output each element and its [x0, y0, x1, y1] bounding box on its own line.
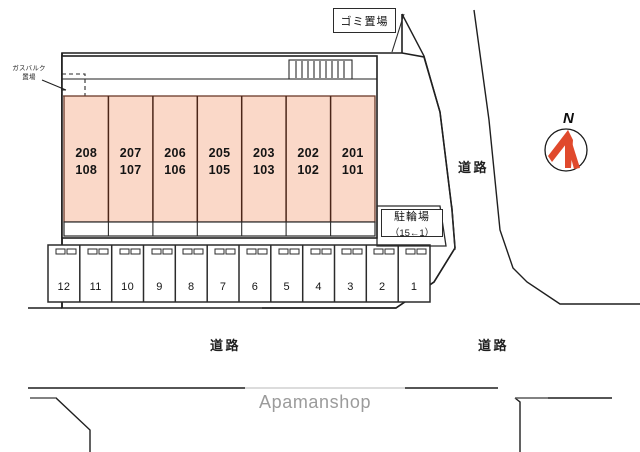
unit-upper-number: 208: [75, 146, 98, 160]
bicycle-parking-label-text: 駐輪場: [394, 210, 430, 223]
unit-lower-number: 106: [164, 162, 186, 177]
unit-block-208-108: 208 108: [64, 145, 108, 179]
unit-block-201-101: 201 101: [331, 145, 375, 179]
stair-hatching-icon: [288, 59, 353, 80]
unit-lower-number: 105: [208, 162, 231, 177]
compass-rose: N: [540, 110, 594, 176]
trash-area-label: ゴミ置場: [333, 8, 396, 33]
compass-north-label: N: [563, 110, 574, 127]
parking-stall-4: 4: [315, 281, 322, 293]
gas-bulk-label-line2: 置場: [22, 73, 36, 81]
parking-stall-1: 1: [410, 281, 418, 293]
parking-stall-5: 5: [283, 281, 290, 293]
unit-upper-number: 201: [341, 146, 364, 160]
unit-lower-number: 103: [253, 162, 275, 177]
bicycle-parking-label-range: （15←1）: [389, 227, 435, 239]
parking-stall-10: 10: [121, 281, 134, 293]
unit-block-202-102: 202 102: [286, 145, 330, 179]
unit-lower-number: 101: [341, 162, 364, 177]
compass-rose-icon: [544, 128, 588, 172]
parking-stall-2: 2: [378, 281, 386, 293]
unit-block-205-105: 205 105: [197, 145, 241, 179]
parking-stall-3: 3: [347, 281, 354, 293]
gas-bulk-storage-label: ガスバルク 置場: [6, 65, 52, 83]
unit-upper-number: 207: [119, 146, 142, 160]
unit-block-203-103: 203 103: [242, 145, 286, 179]
parking-stall-6: 6: [251, 281, 259, 293]
unit-block-206-106: 206 106: [153, 145, 197, 179]
parking-stall-7: 7: [219, 281, 227, 293]
unit-blocks: [63, 95, 376, 237]
road-label-south: 道路: [210, 338, 242, 353]
unit-lower-number: 102: [297, 162, 320, 177]
bicycle-parking-label: 駐輪場 （15←1）: [381, 209, 443, 239]
parking-stall-12: 12: [57, 281, 71, 293]
unit-block-207-107: 207 107: [108, 145, 152, 179]
unit-lower-number: 108: [75, 162, 98, 177]
trash-area-label-text: ゴミ置場: [340, 15, 389, 28]
parking-stall-11: 11: [89, 281, 102, 293]
parking-stall-9: 9: [156, 281, 163, 293]
south-road-lines: [28, 307, 498, 389]
road-label-south-east: 道路: [478, 338, 510, 353]
apamanshop-watermark: Apamanshop: [259, 392, 372, 412]
parking-stalls: [47, 244, 431, 303]
gas-bulk-label-line1: ガスバルク: [12, 65, 46, 72]
unit-upper-number: 203: [253, 146, 275, 160]
parking-stall-8: 8: [187, 281, 195, 293]
bicycle-parking-area: [376, 205, 447, 247]
wheel-stop-marks: [55, 248, 427, 255]
unit-upper-number: 205: [208, 146, 231, 160]
road-label-east: 道路: [458, 160, 490, 175]
unit-lower-number: 107: [119, 162, 142, 177]
unit-upper-number: 206: [164, 146, 186, 160]
unit-upper-number: 202: [297, 146, 320, 160]
label-leader-lines: [391, 13, 456, 251]
